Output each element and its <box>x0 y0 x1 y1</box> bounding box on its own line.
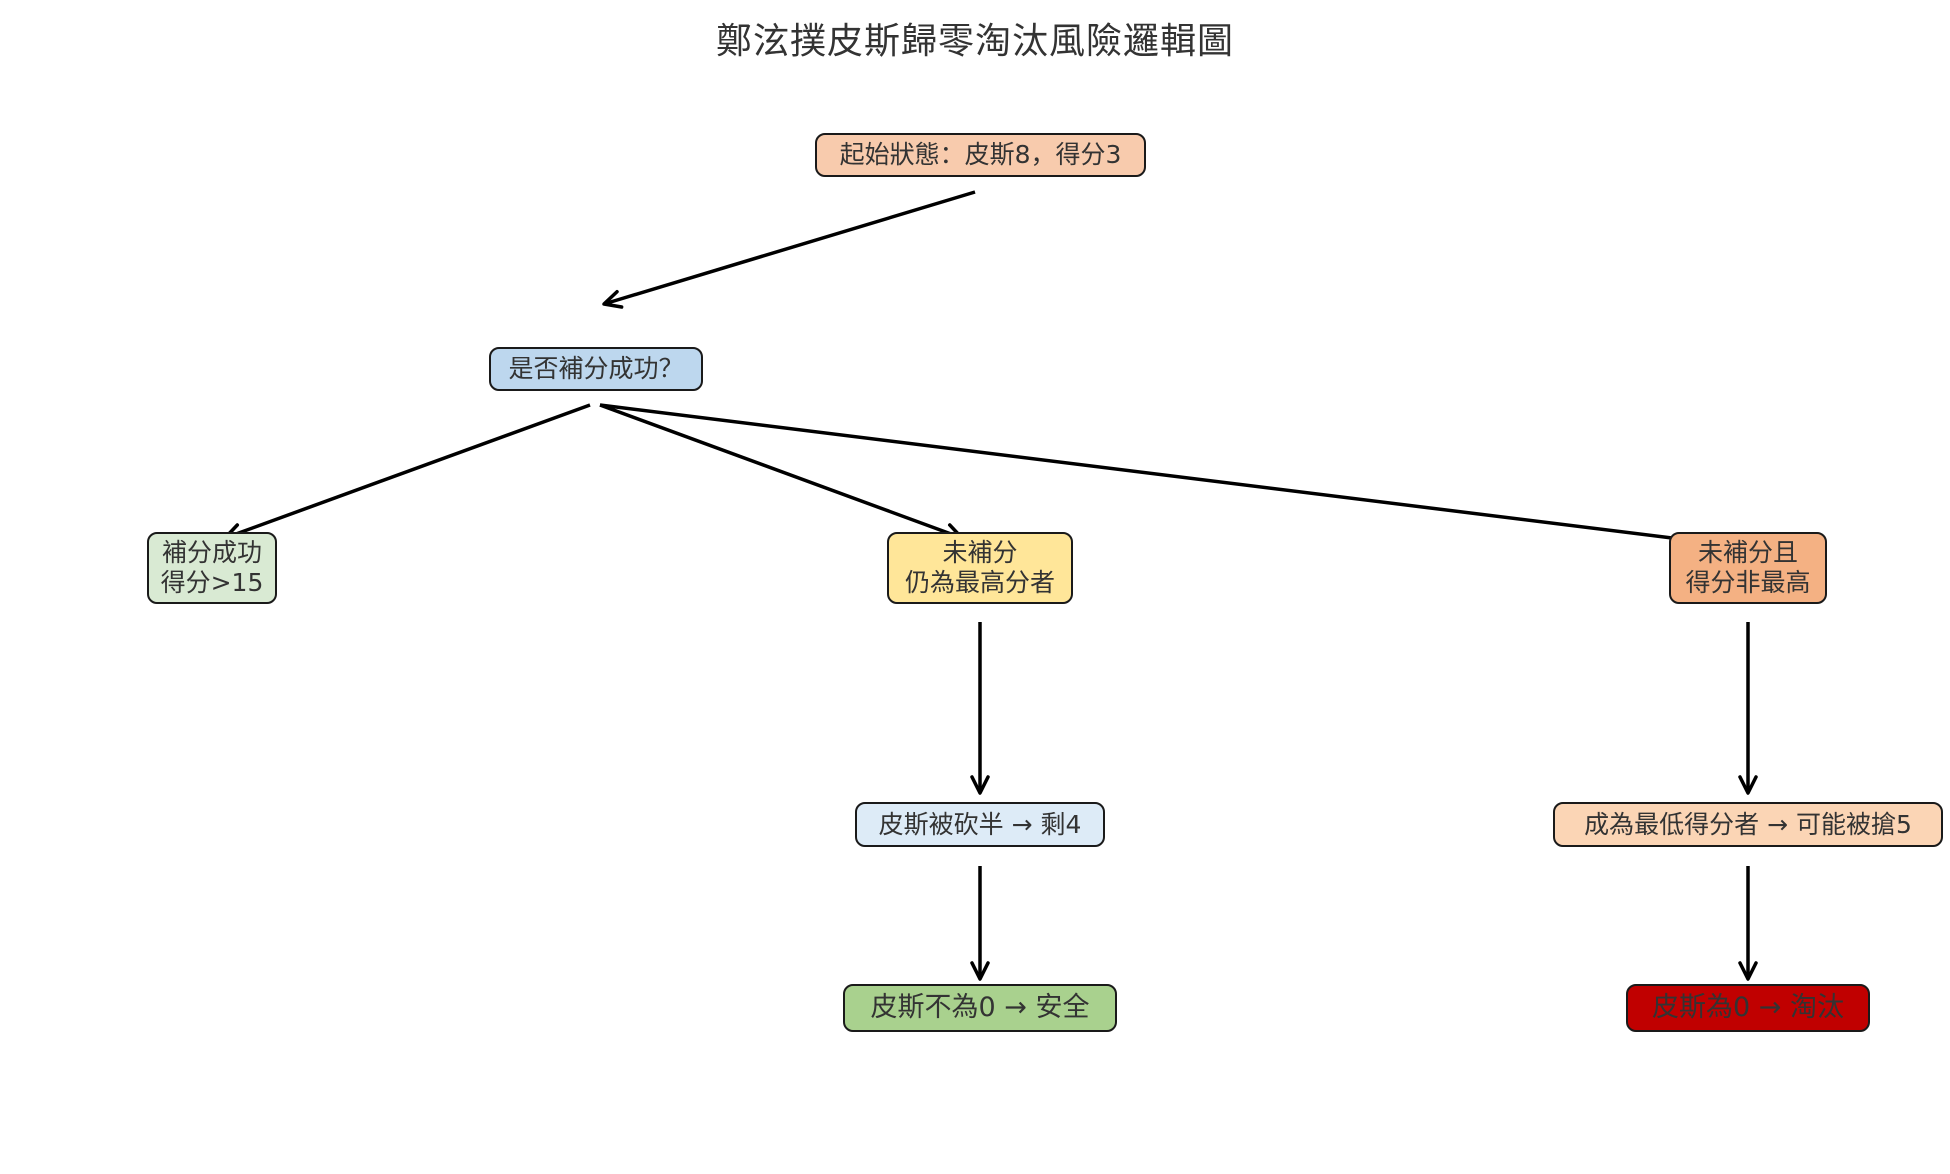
node-start: 起始狀態：皮斯8，得分3 <box>815 133 1146 177</box>
node-success-line-2: 得分>15 <box>160 568 264 597</box>
node-halved: 皮斯被砍半 → 剩4 <box>855 802 1105 847</box>
edge-start-to-decision <box>602 190 976 309</box>
edge-decision-to-success <box>223 403 591 542</box>
edge-decision-to-no-not-top <box>599 403 1673 540</box>
node-halved-line-1: 皮斯被砍半 → 剩4 <box>878 809 1082 839</box>
node-lowest: 成為最低得分者 → 可能被搶5 <box>1553 802 1943 847</box>
node-no-not-top-line-2: 得分非最高 <box>1685 568 1811 597</box>
node-no-not-top-line-1: 未補分且 <box>1697 538 1798 567</box>
node-success-line-1: 補分成功 <box>161 538 262 567</box>
node-eliminated-line-1: 皮斯為0 → 淘汰 <box>1652 992 1844 1023</box>
diagram-title: 鄭泫撲皮斯歸零淘汰風險邏輯圖 <box>715 21 1234 62</box>
node-no-top-line-2: 仍為最高分者 <box>904 568 1055 597</box>
node-no-top-line-1: 未補分 <box>942 538 1018 567</box>
node-no-top: 未補分 仍為最高分者 <box>887 532 1073 604</box>
node-lowest-line-1: 成為最低得分者 → 可能被搶5 <box>1584 809 1912 839</box>
edge-decision-to-no-top <box>599 403 964 542</box>
node-success: 補分成功 得分>15 <box>147 532 277 604</box>
node-safe: 皮斯不為0 → 安全 <box>843 984 1117 1032</box>
node-eliminated: 皮斯為0 → 淘汰 <box>1626 984 1870 1032</box>
node-safe-line-1: 皮斯不為0 → 安全 <box>870 992 1090 1023</box>
node-decision: 是否補分成功？ <box>489 347 703 391</box>
node-decision-line-1: 是否補分成功？ <box>508 354 684 383</box>
node-no-not-top: 未補分且 得分非最高 <box>1669 532 1827 604</box>
node-start-line-1: 起始狀態：皮斯8，得分3 <box>839 140 1122 169</box>
